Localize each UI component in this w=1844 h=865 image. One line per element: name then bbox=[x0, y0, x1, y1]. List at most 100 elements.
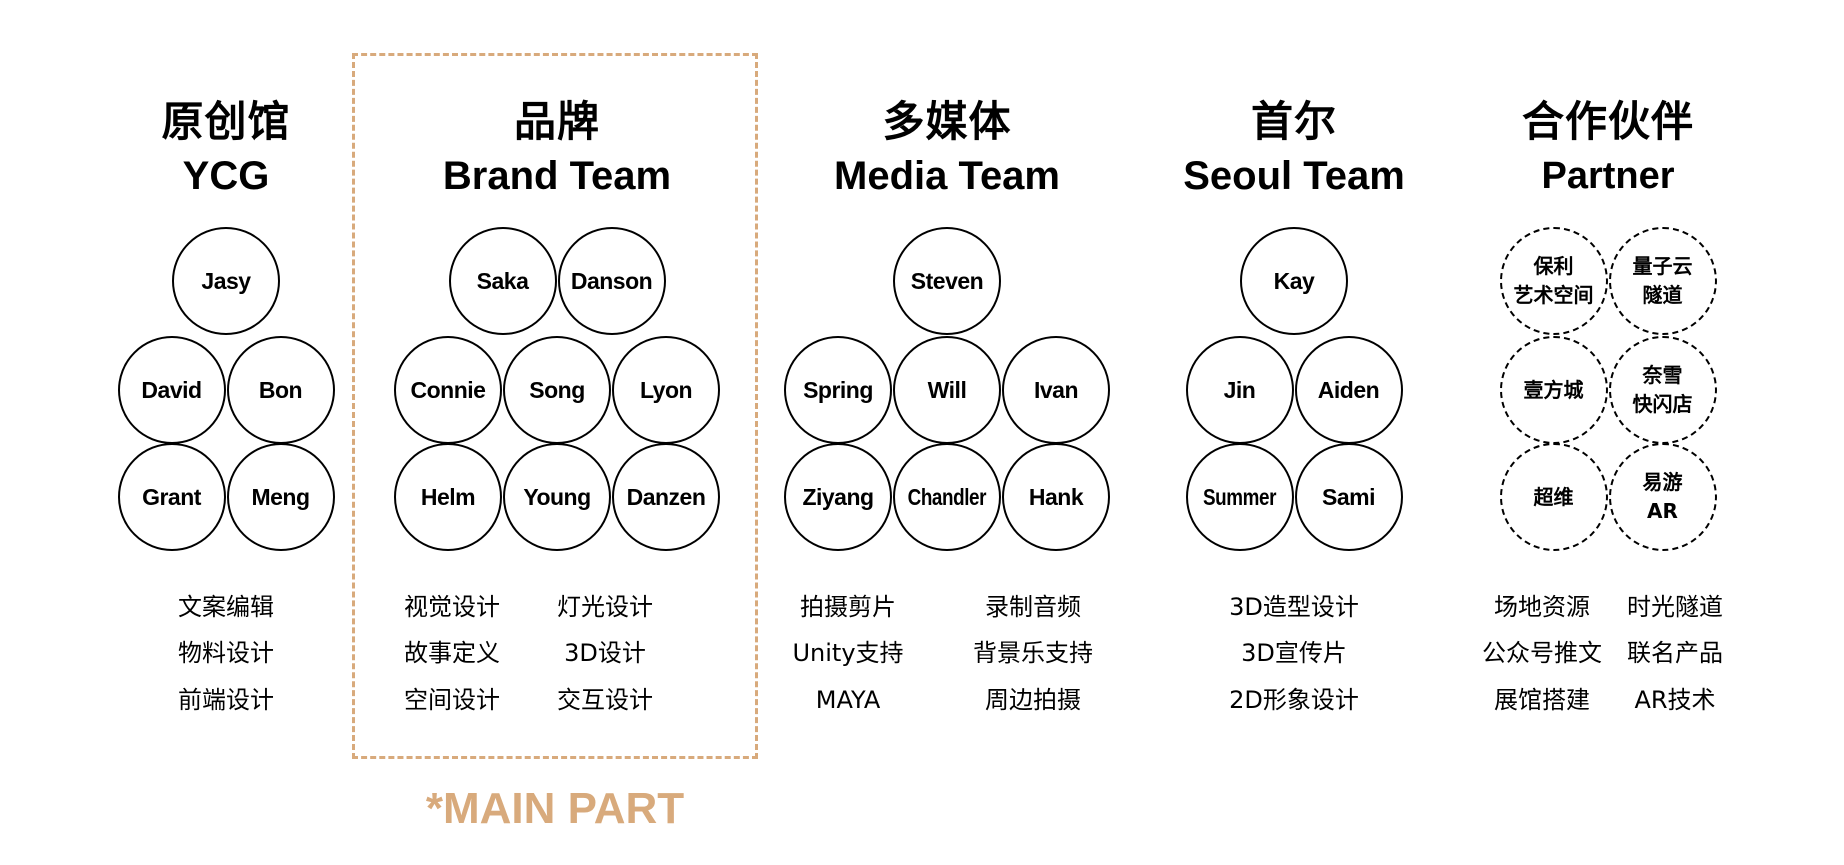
member-circle: Ivan bbox=[1002, 336, 1110, 444]
member-name: Summer bbox=[1202, 483, 1277, 510]
partner-name: 奈雪 快闪店 bbox=[1632, 363, 1693, 416]
member-circle: Helm bbox=[394, 443, 502, 551]
skill-item: 空间设计 bbox=[404, 686, 500, 714]
team-title-zh: 合作伙伴 bbox=[1521, 97, 1694, 146]
skill-item: 故事定义 bbox=[404, 639, 500, 667]
partner-circle: 奈雪 快闪店 bbox=[1608, 336, 1717, 444]
team-title-en: YCG bbox=[182, 154, 270, 198]
skill-item: 3D设计 bbox=[564, 639, 646, 667]
member-name: Kay bbox=[1273, 267, 1315, 294]
member-name: Steven bbox=[910, 267, 984, 294]
partner-circle: 量子云 隧道 bbox=[1608, 227, 1717, 335]
skill-item: 文案编辑 bbox=[178, 593, 274, 621]
member-circle: Jasy bbox=[172, 227, 280, 335]
member-circle: Aiden bbox=[1294, 336, 1403, 444]
member-circle: Danson bbox=[557, 227, 666, 335]
member-name: Helm bbox=[420, 483, 476, 510]
skill-item: 2D形象设计 bbox=[1229, 686, 1359, 714]
member-circle: Bon bbox=[226, 336, 335, 444]
member-name: Jin bbox=[1223, 376, 1256, 403]
partner-name: 壹方城 bbox=[1523, 377, 1584, 402]
team-title-en: Media Team bbox=[834, 154, 1060, 198]
member-name: Sami bbox=[1322, 483, 1375, 510]
team-title-en: Seoul Team bbox=[1183, 154, 1405, 198]
team-title-zh: 原创馆 bbox=[161, 97, 291, 146]
member-name: Young bbox=[523, 483, 591, 510]
member-name: Danson bbox=[570, 267, 653, 294]
member-name: Connie bbox=[410, 376, 486, 403]
member-circle: Will bbox=[893, 336, 1001, 444]
team-title-en: Brand Team bbox=[442, 154, 672, 198]
member-name: Spring bbox=[803, 376, 873, 403]
member-circle: Saka bbox=[448, 227, 557, 335]
skill-item: 时光隧道 bbox=[1627, 593, 1723, 621]
member-name: Ziyang bbox=[802, 483, 874, 510]
team-title-zh: 首尔 bbox=[1250, 97, 1337, 146]
partner-circle: 保利 艺术空间 bbox=[1499, 227, 1608, 335]
partner-name: 超维 bbox=[1533, 484, 1574, 509]
member-name: Bon bbox=[258, 376, 303, 403]
member-circle: Meng bbox=[226, 443, 335, 551]
skill-item: 灯光设计 bbox=[557, 593, 653, 621]
member-circle: Jin bbox=[1185, 336, 1294, 444]
main-part-label: *MAIN PART bbox=[425, 784, 685, 833]
skill-item: Unity支持 bbox=[792, 639, 904, 667]
skill-item: 背景乐支持 bbox=[973, 639, 1093, 667]
member-name: Saka bbox=[476, 267, 529, 294]
skill-item: 3D造型设计 bbox=[1229, 593, 1359, 621]
member-circle: Sami bbox=[1294, 443, 1403, 551]
team-title-zh: 品牌 bbox=[513, 97, 600, 146]
member-name: Meng bbox=[251, 483, 310, 510]
member-name: Will bbox=[927, 376, 967, 403]
member-name: Song bbox=[529, 376, 585, 403]
member-name: Lyon bbox=[639, 376, 693, 403]
skill-item: AR技术 bbox=[1634, 686, 1716, 714]
member-circle: Kay bbox=[1240, 227, 1348, 335]
member-name: Jasy bbox=[201, 267, 251, 294]
team-partner: 合作伙伴 Partner 保利 艺术空间量子云 隧道壹方城 奈雪 快闪店超维 易游 AR… bbox=[1438, 0, 1778, 865]
member-name: Chandler bbox=[907, 483, 987, 510]
partner-circle: 壹方城 bbox=[1499, 336, 1608, 444]
member-circle: David bbox=[117, 336, 226, 444]
member-circle: Connie bbox=[394, 336, 502, 444]
member-name: Danzen bbox=[626, 483, 706, 510]
skill-item: MAYA bbox=[815, 686, 881, 714]
skill-item: 3D宣传片 bbox=[1241, 639, 1347, 667]
skill-item: 交互设计 bbox=[557, 686, 653, 714]
skill-item: 展馆搭建 bbox=[1494, 686, 1590, 714]
skill-item: 前端设计 bbox=[178, 686, 274, 714]
member-circle: Grant bbox=[117, 443, 226, 551]
partner-name: 量子云 隧道 bbox=[1632, 254, 1693, 307]
member-circle: Danzen bbox=[612, 443, 720, 551]
skill-item: 场地资源 bbox=[1494, 593, 1590, 621]
partner-circle: 易游 AR bbox=[1608, 443, 1717, 551]
member-circle: Song bbox=[503, 336, 611, 444]
member-name: Grant bbox=[142, 483, 201, 510]
team-title-en: Partner bbox=[1541, 155, 1675, 197]
member-circle: Lyon bbox=[612, 336, 720, 444]
member-circle: Ziyang bbox=[784, 443, 892, 551]
partner-circle: 超维 bbox=[1499, 443, 1608, 551]
team-title-zh: 多媒体 bbox=[882, 97, 1012, 146]
skill-item: 视觉设计 bbox=[404, 593, 500, 621]
partner-name: 保利 艺术空间 bbox=[1513, 254, 1594, 307]
skill-item: 周边拍摄 bbox=[985, 686, 1081, 714]
member-circle: Spring bbox=[784, 336, 892, 444]
skill-item: 公众号推文 bbox=[1482, 639, 1602, 667]
member-circle: Young bbox=[503, 443, 611, 551]
member-circle: Chandler bbox=[893, 443, 1001, 551]
member-name: Aiden bbox=[1317, 376, 1380, 403]
partner-name: 易游 AR bbox=[1642, 470, 1683, 523]
main-part-highlight-box bbox=[352, 53, 758, 759]
member-circle: Steven bbox=[893, 227, 1001, 335]
skill-item: 物料设计 bbox=[178, 639, 274, 667]
member-circle: Hank bbox=[1002, 443, 1110, 551]
skill-item: 联名产品 bbox=[1627, 639, 1723, 667]
member-name: David bbox=[141, 376, 202, 403]
skill-item: 录制音频 bbox=[985, 593, 1081, 621]
skill-item: 拍摄剪片 bbox=[800, 593, 896, 621]
